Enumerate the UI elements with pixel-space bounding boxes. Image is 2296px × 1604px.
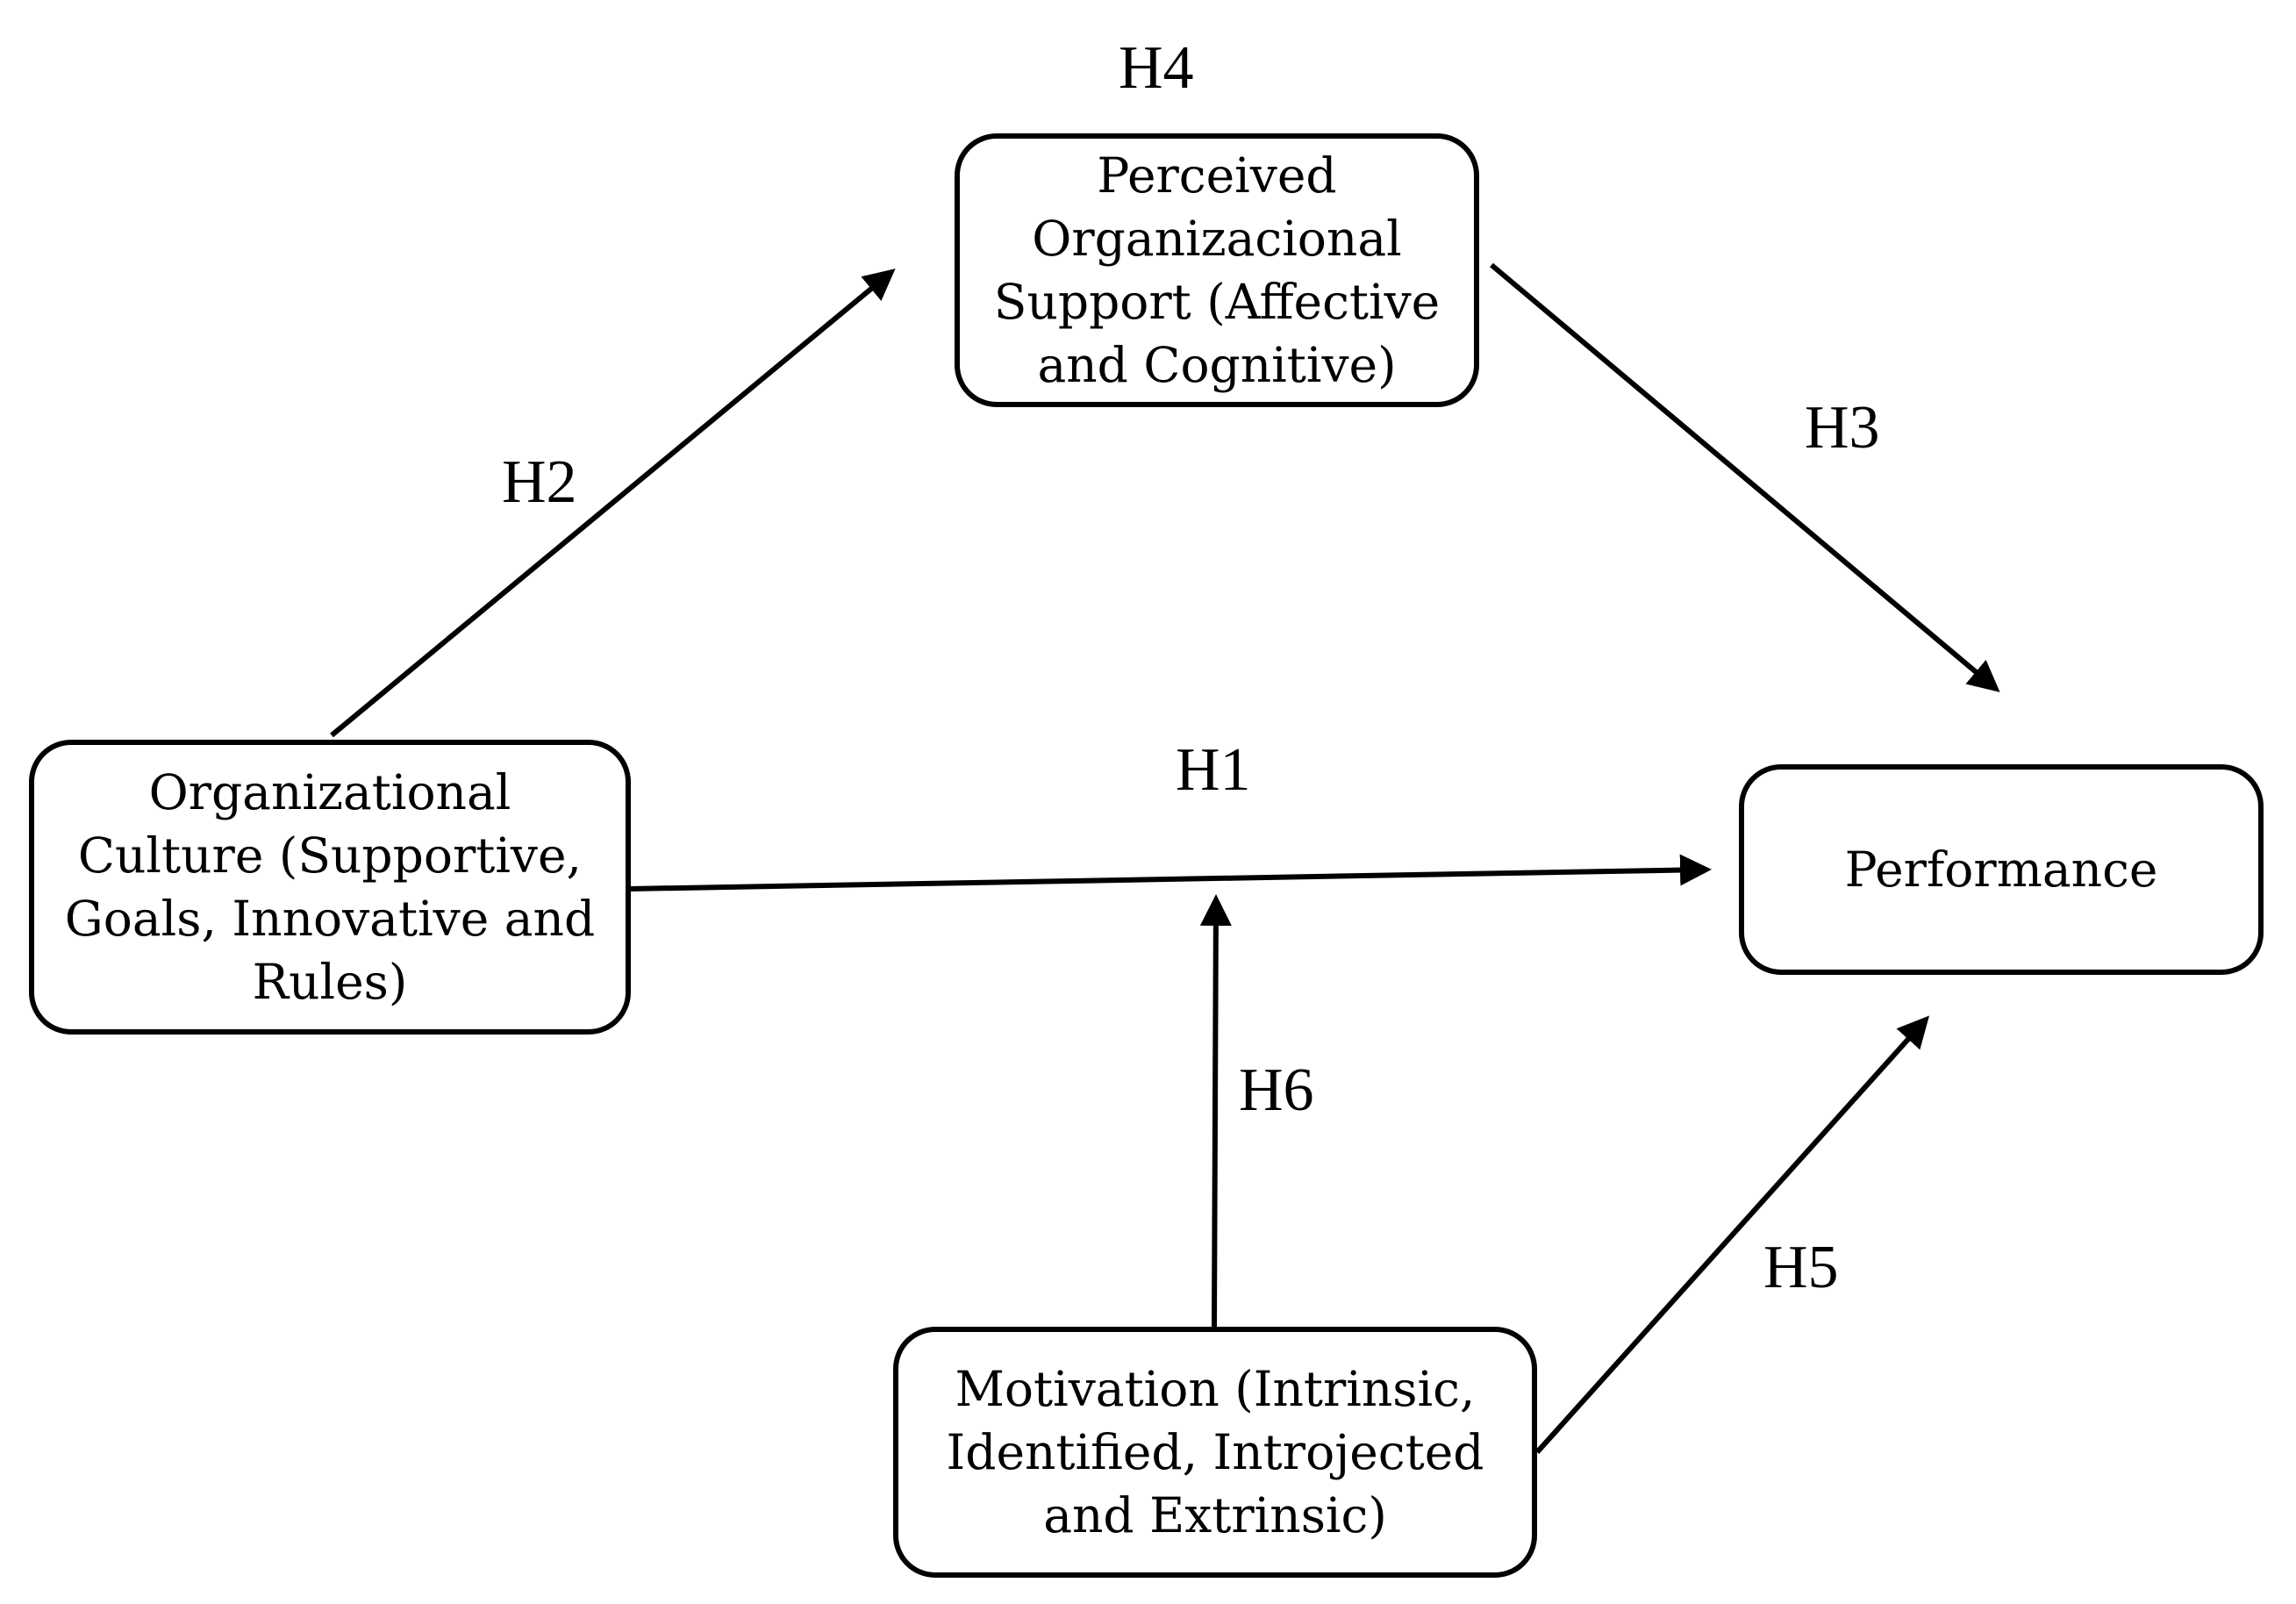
node-organizational-culture: Organizational Culture (Supportive, Goal… (29, 740, 631, 1035)
node-motivation-label: Motivation (Intrinsic, Identified, Intro… (946, 1361, 1484, 1543)
node-motivation: Motivation (Intrinsic, Identified, Intro… (893, 1327, 1537, 1578)
arrow-h1 (628, 854, 1712, 892)
node-organizational-culture-label: Organizational Culture (Supportive, Goal… (64, 764, 596, 1010)
arrow-h2 (330, 269, 896, 738)
node-performance-label: Performance (1844, 841, 2158, 898)
label-h1: H1 (1176, 736, 1251, 804)
arrow-h3 (1490, 262, 2000, 692)
node-perceived-organizational-support: Perceived Organizacional Support (Affect… (955, 133, 1479, 407)
label-h2: H2 (502, 448, 577, 516)
arrow-h5 (1534, 1015, 1930, 1455)
label-h3: H3 (1805, 394, 1880, 462)
label-h5: H5 (1763, 1234, 1839, 1301)
arrow-h6 (1199, 894, 1232, 1328)
node-perceived-organizational-support-label: Perceived Organizacional Support (Affect… (993, 147, 1441, 393)
node-performance: Performance (1739, 764, 2264, 975)
label-h6: H6 (1239, 1056, 1314, 1124)
label-h4: H4 (1119, 34, 1194, 102)
